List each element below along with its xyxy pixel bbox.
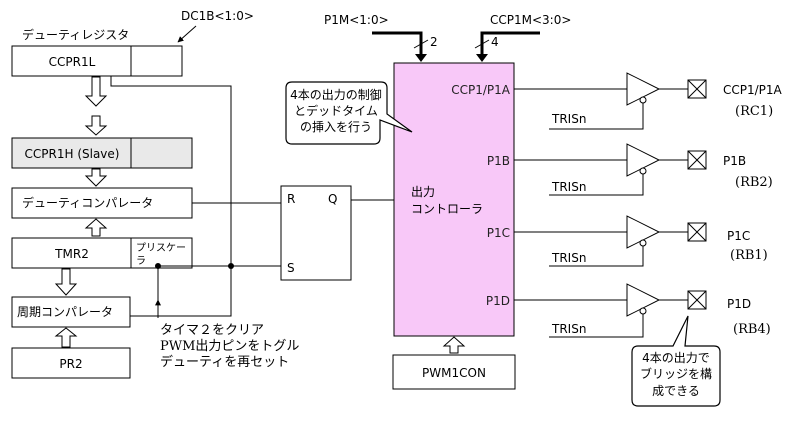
callout-control: 4本の出力の制御 とデッドタイム の挿入を行う — [285, 81, 413, 145]
output-controller-box — [393, 62, 515, 337]
ccp1m-bus-arrow — [476, 54, 488, 62]
ccpr1h-label: CCPR1H (Slave) — [25, 147, 120, 161]
pin-label-3: P1C — [727, 229, 750, 243]
internal-label-2: P1B — [487, 154, 510, 168]
output-channel-3: P1C TRISn P1C (RB1) — [487, 215, 768, 267]
callout-control-line-1: 4本の出力の制御 — [290, 87, 382, 102]
output-controller-label-1: 出力 — [411, 185, 435, 199]
latch-q-label: Q — [328, 192, 337, 206]
pr2-box: PR2 — [11, 347, 131, 379]
callout-bridge-line-1: 4本の出力で — [642, 351, 710, 365]
dc1b-pointer — [177, 25, 197, 43]
pin-label-4: P1D — [727, 297, 751, 311]
p1m-bus — [372, 31, 423, 58]
note-line-1: タイマ２をクリア — [160, 323, 264, 338]
callout-control-line-2: とデッドタイム — [294, 103, 378, 118]
callout-bridge-line-2: ブリッジを構 — [640, 366, 712, 381]
ccp1m-label: CCP1M<3:0> — [490, 13, 571, 27]
prescaler-label-1: プリスケー — [136, 242, 186, 254]
port-label-1: (RC1) — [735, 104, 773, 119]
dc1b-label: DC1B<1:0> — [181, 9, 254, 23]
pin-label-1: CCP1/P1A — [723, 83, 783, 97]
output-channel-4: P1D TRISn P1D (RB4) — [486, 283, 771, 338]
wire-ccpr1l-loop — [110, 76, 232, 317]
ccp1m-bus — [480, 31, 540, 58]
port-label-4: (RB4) — [733, 322, 771, 337]
bus2-label: 2 — [430, 35, 438, 49]
tris-label-3: TRISn — [551, 251, 586, 265]
latch-s-label: S — [287, 261, 295, 275]
internal-label-1: CCP1/P1A — [451, 83, 511, 97]
callout-bridge: 4本の出力で ブリッジを構 成できる — [631, 315, 721, 407]
tris-label-1: TRISn — [551, 112, 586, 126]
bus4-label: 4 — [491, 35, 499, 49]
duty-register-caption: デューティレジスタ — [22, 27, 129, 42]
hollow-arrow-3 — [84, 168, 108, 187]
port-label-3: (RB1) — [730, 248, 768, 263]
tris-label-2: TRISn — [551, 180, 586, 194]
tmr2-label: TMR2 — [54, 247, 89, 261]
junction-dot-2 — [155, 263, 161, 269]
bus4-slash — [474, 39, 490, 49]
ccpr1h-register: CCPR1H (Slave) — [11, 137, 193, 169]
port-label-2: (RB2) — [735, 175, 773, 190]
wire-to-s — [157, 265, 281, 316]
callout-bridge-line-3: 成できる — [652, 384, 700, 398]
pr2-label: PR2 — [59, 357, 82, 371]
hollow-arrow-1 — [84, 76, 108, 107]
period-comparator-box: 周期コンパレータ — [11, 296, 131, 328]
period-comparator-label: 周期コンパレータ — [17, 305, 113, 319]
pin-label-2: P1B — [723, 154, 746, 168]
output-channel-2: P1B TRISn P1B (RB2) — [487, 143, 773, 196]
output-controller-label-2: コントローラ — [411, 202, 483, 216]
hollow-arrow-4 — [84, 218, 108, 237]
output-channel-1: CCP1/P1A TRISn CCP1/P1A (RC1) — [451, 72, 783, 130]
rs-latch: R S Q — [280, 185, 352, 281]
internal-label-3: P1C — [487, 226, 510, 240]
pwm1con-label: PWM1CON — [422, 366, 486, 380]
hollow-arrow-pwm1con — [442, 336, 466, 354]
note-line-3: デューティを再セット — [160, 354, 289, 370]
hollow-arrow-5 — [54, 268, 78, 296]
latch-r-label: R — [287, 192, 295, 206]
bus2-slash — [413, 39, 429, 49]
junction-dot-1 — [228, 263, 234, 269]
duty-comparator-box: デューティコンパレータ — [11, 187, 193, 219]
tmr2-box: TMR2 プリスケー ラ — [11, 237, 193, 269]
ccpr1l-label: CCPR1L — [49, 55, 96, 69]
pwm1con-box: PWM1CON — [392, 354, 516, 390]
p1m-label: P1M<1:0> — [324, 13, 389, 27]
hollow-arrow-6 — [54, 327, 78, 348]
hollow-arrow-2 — [84, 115, 108, 136]
callout-control-line-3: の挿入を行う — [300, 120, 372, 134]
prescaler-label-2: ラ — [136, 255, 146, 267]
tris-label-4: TRISn — [551, 322, 586, 336]
ccpr1l-register: CCPR1L — [11, 45, 183, 77]
duty-comparator-label: デューティコンパレータ — [22, 195, 153, 210]
internal-label-4: P1D — [486, 294, 510, 308]
note-line-2: PWM出力ピンをトグル — [160, 339, 299, 354]
p1m-bus-arrow — [415, 54, 427, 62]
